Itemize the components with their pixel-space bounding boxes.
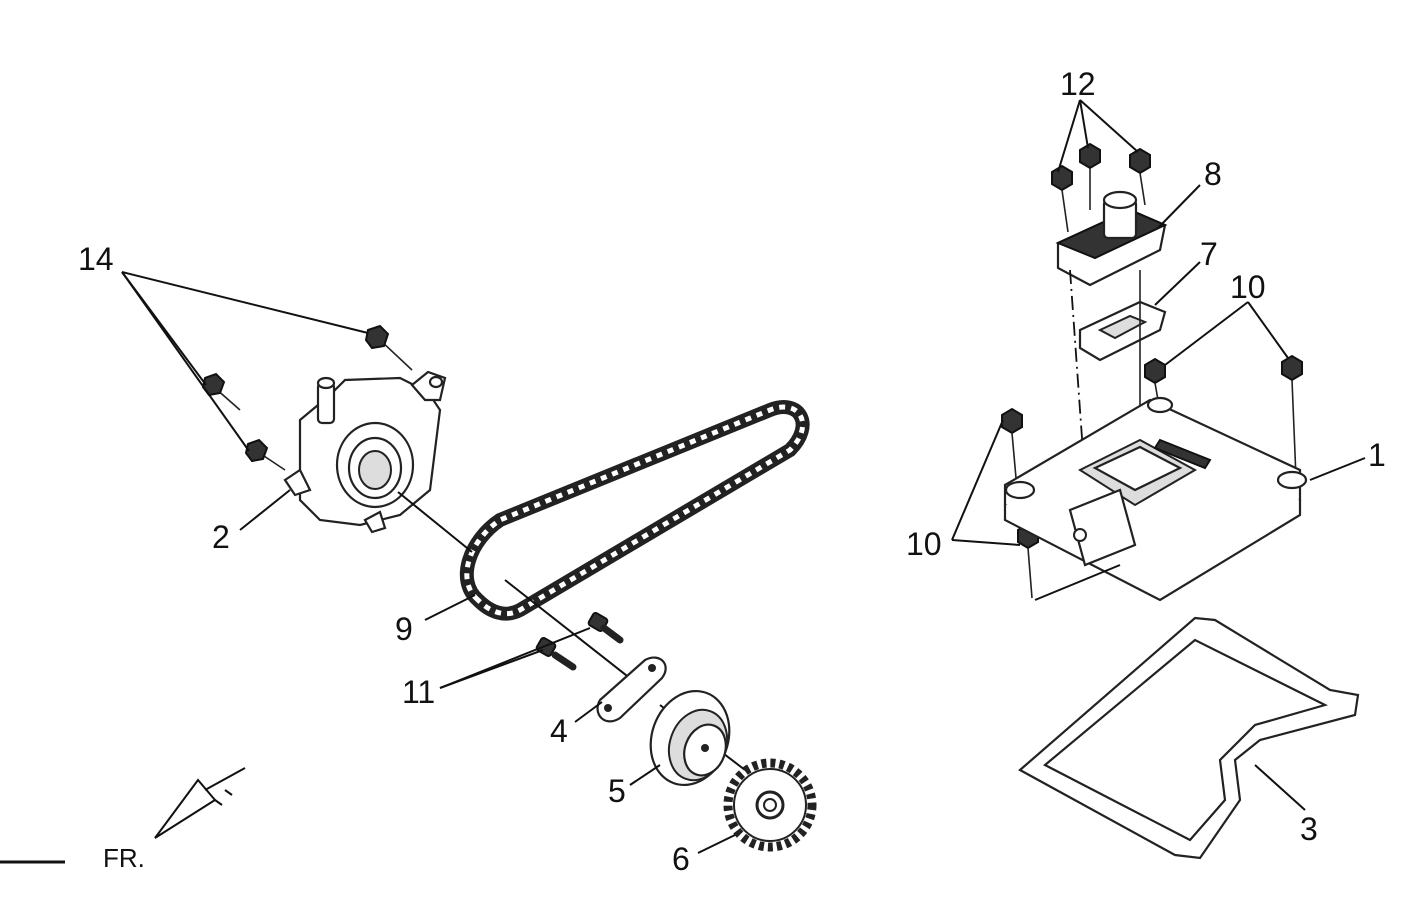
callout-9: 9 <box>395 611 413 647</box>
callout-5: 5 <box>608 773 626 809</box>
callout-3: 3 <box>1300 811 1318 847</box>
oil-pump-housing <box>283 370 447 534</box>
bolt-12a <box>1051 164 1073 233</box>
breather-cap <box>1055 190 1168 287</box>
callout-11: 11 <box>402 674 435 710</box>
callout-2: 2 <box>212 519 230 555</box>
callout-10-left: 10 <box>906 526 942 562</box>
bolt-10b <box>1281 354 1303 479</box>
bolt-14b <box>201 372 241 411</box>
callout-4: 4 <box>550 713 568 749</box>
callout-1: 1 <box>1368 437 1386 473</box>
callout-12: 12 <box>1060 66 1096 102</box>
bolt-14c <box>244 438 286 471</box>
head-cover <box>1003 396 1308 602</box>
callout-7: 7 <box>1200 236 1218 272</box>
retainer-plate <box>596 656 667 723</box>
front-direction-arrow-icon <box>154 767 246 839</box>
callout-6: 6 <box>672 841 690 877</box>
screw-11b <box>587 612 624 644</box>
bolt-12b <box>1079 142 1101 210</box>
callout-10-top: 10 <box>1230 269 1266 305</box>
callout-8: 8 <box>1204 156 1222 192</box>
screw-11a <box>535 637 577 671</box>
leader-lines <box>121 99 1366 854</box>
bolt-14a <box>364 324 413 371</box>
sprocket <box>723 758 817 852</box>
bolt-10c <box>1001 407 1023 479</box>
pump-rotor <box>649 689 731 787</box>
bolt-10a <box>1144 357 1166 401</box>
callout-14: 14 <box>78 241 114 277</box>
assembly-axis-left <box>397 491 473 553</box>
breather-gasket <box>1078 300 1167 362</box>
front-direction-label: FR. <box>103 843 145 873</box>
drive-chain <box>459 400 810 621</box>
bolt-12c <box>1129 147 1151 206</box>
head-cover-gasket <box>1018 616 1360 860</box>
